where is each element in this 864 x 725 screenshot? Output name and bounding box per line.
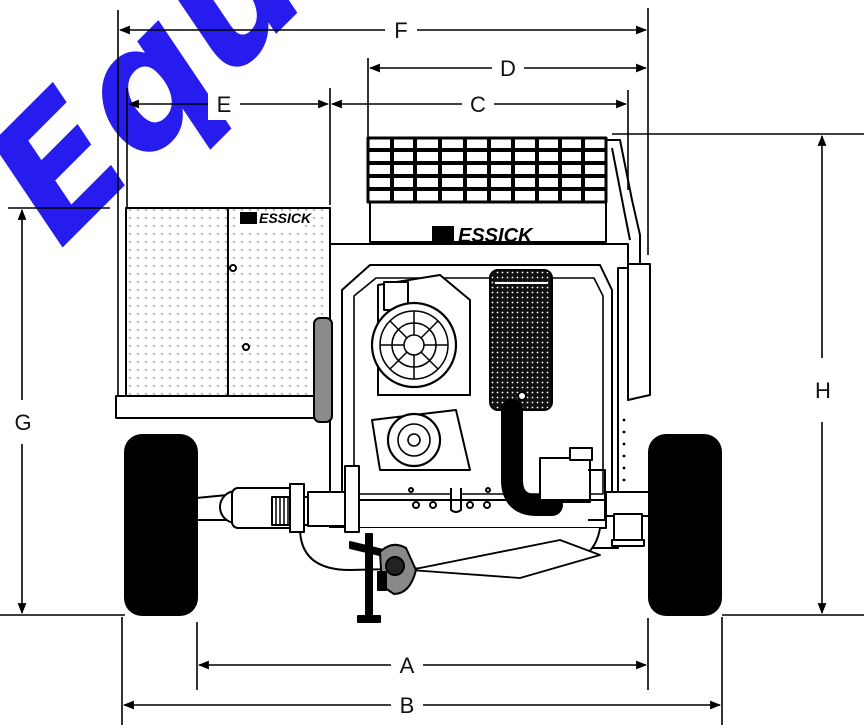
dim-label-h: H [815,378,831,403]
engine-block [539,457,591,503]
tire-left [124,434,198,616]
side-panel-logo: M-B ESSICK [240,210,312,226]
machine [115,136,651,623]
left-box-base [115,395,331,419]
dim-label-d: D [500,56,516,81]
dim-label-f: F [394,18,407,43]
brand-hood: ESSICK [458,225,534,247]
exhaust-pipe [501,399,563,516]
tires [124,434,722,616]
hood-logo: M-B ESSICK [432,225,534,247]
tire-right [648,434,722,616]
connector-pad [313,317,333,423]
top-grille [366,136,608,204]
hood-body [369,195,607,243]
dim-label-c: C [470,92,486,117]
air-filter [489,269,553,411]
right-axle [605,491,651,517]
brand-side-panel: ESSICK [259,210,312,226]
dim-label-b: B [400,693,415,718]
label-gaps [8,14,838,721]
dimension-labels: F D E C A B G H [14,18,831,718]
extension-lines [0,8,864,725]
logo-badge-hood: M-B [435,230,452,240]
right-side-panel [627,263,651,401]
dim-label-e: E [217,92,232,117]
logo-badge-side: M-B [242,215,257,224]
dim-label-a: A [400,653,415,678]
dim-label-g: G [14,410,31,435]
